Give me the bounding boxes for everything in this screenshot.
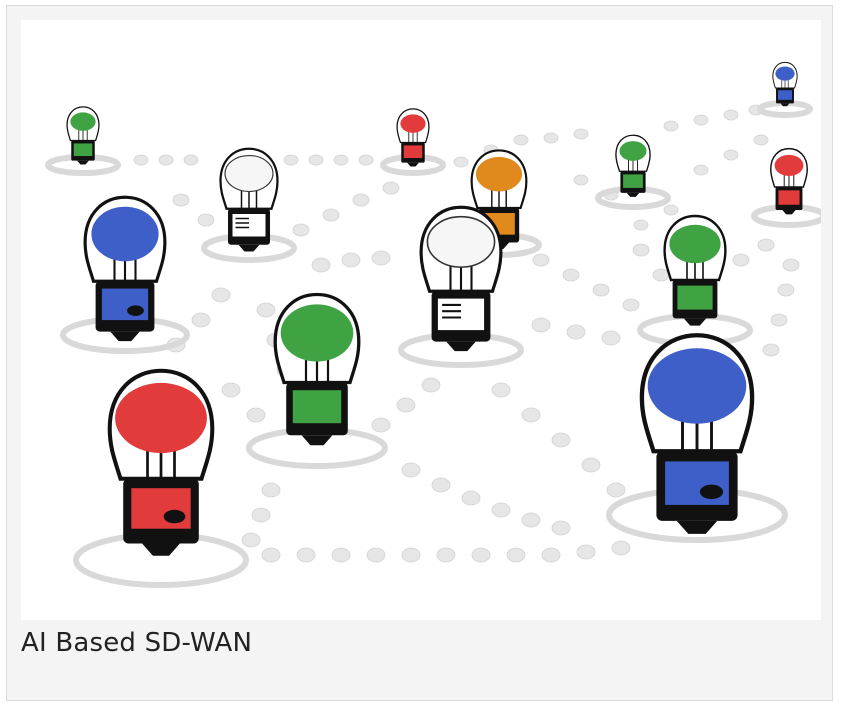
network-links bbox=[133, 104, 800, 563]
bulb-white-2 bbox=[419, 205, 503, 353]
bulb-green-2 bbox=[663, 214, 727, 327]
bulb-red-1 bbox=[110, 371, 213, 556]
bulb-green-1 bbox=[273, 292, 361, 447]
bulb-blue-small-1 bbox=[772, 61, 798, 107]
bulb-green-small-1 bbox=[66, 106, 100, 166]
bulb-blue-2 bbox=[642, 335, 752, 534]
bulb-white-1 bbox=[219, 147, 279, 253]
bulb-blue-1 bbox=[83, 195, 167, 343]
bulb-red-small-1 bbox=[396, 108, 430, 168]
figure-caption: AI Based SD-WAN bbox=[21, 628, 253, 658]
ai-network-illustration bbox=[45, 61, 821, 588]
bulb-green-small-2 bbox=[615, 134, 651, 198]
bulb-orange-1 bbox=[470, 149, 528, 251]
figure-image bbox=[21, 20, 821, 620]
figure-card: AI Based SD-WAN bbox=[6, 5, 833, 701]
bulb-red-small-2 bbox=[770, 147, 808, 216]
